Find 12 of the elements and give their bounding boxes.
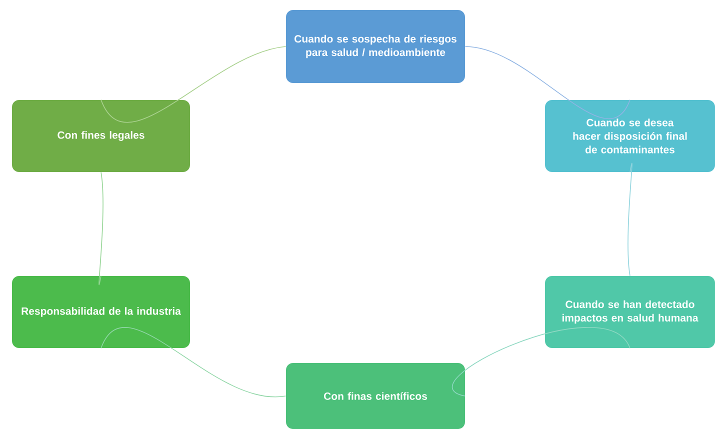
process-box: Con fines legales <box>12 100 190 172</box>
process-box: Con finas científicos <box>286 363 465 429</box>
process-box: Cuando se sospecha de riesgos para salud / medioambiente <box>286 10 465 83</box>
connector-arc <box>100 46 286 123</box>
connector-arc <box>100 328 286 397</box>
connector-arc <box>464 46 630 119</box>
connector-arc <box>98 172 104 286</box>
process-box: Cuando se desea hacer disposición final de contaminantes <box>545 100 715 172</box>
connector-arc <box>628 162 632 276</box>
process-box: Responsabilidad de la industria <box>12 276 190 348</box>
connector-arc <box>452 327 630 396</box>
process-box: Cuando se han detectado impactos en salud humana <box>545 276 715 348</box>
